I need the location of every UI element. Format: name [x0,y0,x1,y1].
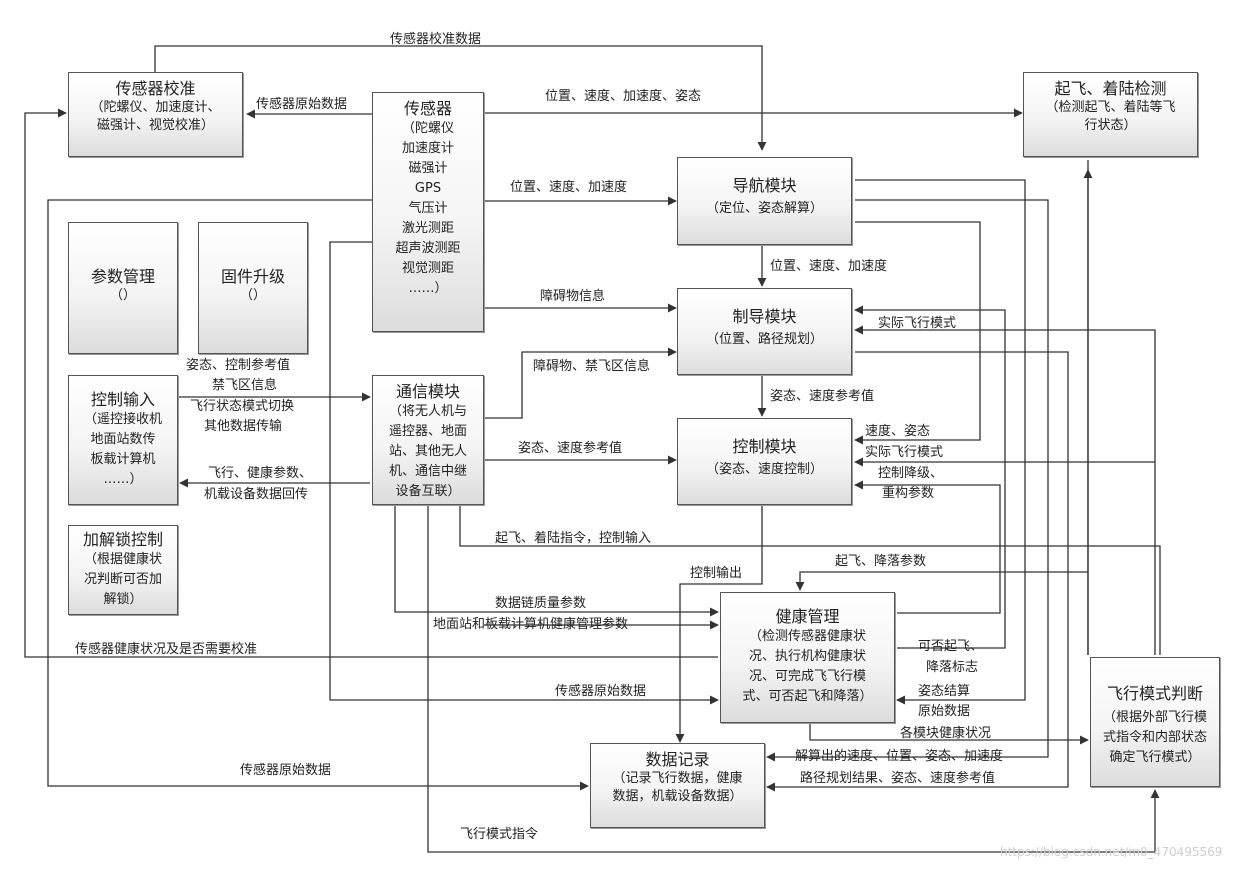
edge-label: 传感器原始数据 [555,684,647,699]
parameter-management-box: 参数管理 （） [68,222,178,354]
box-title: 传感器校准 [115,79,196,98]
box-desc: （） [239,288,266,303]
edge-label: 位置、速度、加速度 [770,259,888,274]
connector [855,179,1026,705]
connector [459,505,1161,655]
connector [766,351,1069,792]
connector [394,505,719,617]
edge-label: 位置、速度、加速度 [510,180,628,195]
box-title: 导航模块 [732,176,797,195]
connector [854,480,1001,614]
connector [675,505,763,743]
connector [329,241,719,705]
connector [154,45,767,151]
edge-label: 路径规划结果、姿态、速度参考值 [800,771,996,786]
connector [766,199,1049,762]
box-desc: （根据健康状 况判断可否加 解锁） [83,552,162,607]
firmware-upgrade-box: 固件升级 （） [198,222,308,354]
control-module-box: 控制模块 （姿态、速度控制） [677,418,852,505]
connector [854,221,981,445]
edge-label: 控制输出 [690,566,743,581]
navigation-module-box: 导航模块 （定位、姿态解算） [677,157,852,245]
edge-label: 姿态、控制参考值 [186,358,291,373]
box-desc: （位置、路径规划） [705,332,823,347]
watermark: https://blog.csdn.net/m0_470495569 [1000,845,1223,859]
edge-label: 飞行、健康参数、 [208,466,313,481]
edge-label: 飞行模式指令 [460,827,539,842]
box-title: 加解锁控制 [82,530,163,549]
edge-label: 传感器原始数据 [256,97,348,112]
edge-label: 传感器原始数据 [240,763,332,778]
edge-label: 速度、姿态 [865,424,931,439]
box-title: 数据记录 [645,750,710,769]
box-desc: （） [109,288,136,303]
connector [427,505,1160,853]
box-desc: （将无人机与 遥控器、地面 站、其他无人 机、通信中继 设备互联） [388,404,467,499]
edge-label: 障碍物信息 [540,289,606,304]
edge-label: 禁飞区信息 [212,378,278,393]
guidance-module-box: 制导模块 （位置、路径规划） [677,288,852,375]
edge-label: 实际飞行模式 [865,445,944,460]
box-title: 固件升级 [220,267,285,286]
edge-label: 实际飞行模式 [878,316,957,331]
box-title: 参数管理 [90,267,155,286]
box-desc: （陀螺仪、加速度计、 磁强计、视觉校准） [90,100,221,133]
edge-label: 起飞、着陆指令，控制输入 [495,531,652,546]
flight-mode-judgement-box: 飞行模式判断 （根据外部飞行模 式指令和内部状态 确定飞行模式） [1090,657,1220,787]
takeoff-landing-detect-box: 起飞、着陆检测 （检测起飞、着陆等飞 行状态） [1023,72,1198,157]
connector [24,108,718,658]
connector [809,723,1089,745]
box-desc: （检测起飞、着陆等飞 行状态） [1045,100,1176,133]
edge-label: 可否起飞、 [918,639,984,654]
communication-module-box: 通信模块 （将无人机与 遥控器、地面 站、其他无人 机、通信中继 设备互联） [372,375,484,505]
arm-disarm-control-box: 加解锁控制 （根据健康状 况判断可否加 解锁） [68,525,178,615]
box-desc: （陀螺仪 加速度计 磁强计 GPS 气压计 激光测距 超声波测距 视觉测距 ……… [395,121,461,296]
edge-label: 姿态、速度参考值 [518,441,623,456]
edge-label: 传感器健康状况及是否需要校准 [75,642,258,657]
edge-label: 传感器校准数据 [390,32,482,47]
box-title: 飞行模式判断 [1106,684,1203,703]
health-management-box: 健康管理 （检测传感器健康状 况、执行机构健康状 况、可完成飞飞行模 式、可否起… [720,592,895,723]
control-input-box: 控制输入 （遥控接收机 地面站数传 板载计算机 ……） [68,375,178,505]
box-desc: （定位、姿态解算） [705,201,823,216]
edge-label: 障碍物、禁飞区信息 [533,359,651,374]
box-desc: （姿态、速度控制） [705,462,823,477]
edge-label: 控制降级、 [878,466,944,481]
box-title: 健康管理 [775,607,840,626]
box-title: 通信模块 [395,382,460,401]
connector [484,347,677,419]
edge-label: 降落标志 [926,660,979,675]
connector [854,325,1156,655]
box-desc: （遥控接收机 地面站数传 板载计算机 ……） [83,412,162,487]
edge-label: 其他数据传输 [204,419,283,434]
edge-label: 各模块健康状况 [900,726,992,741]
sensors-box: 传感器 （陀螺仪 加速度计 磁强计 GPS 气压计 激光测距 超声波测距 视觉测… [372,92,484,332]
edge-label: 位置、速度、加速度、姿态 [545,89,702,104]
box-desc: （根据外部飞行模 式指令和内部状态 确定飞行模式） [1102,710,1207,765]
connector [854,305,1006,649]
box-title: 控制输入 [90,390,155,409]
data-logging-box: 数据记录 （记录飞行数据，健康 数据，机载设备数据） [590,743,765,828]
sensor-calibration-box: 传感器校准 （陀螺仪、加速度计、 磁强计、视觉校准） [68,72,243,157]
edge-label: 地面站和板载计算机健康管理参数 [433,617,629,632]
edge-label: 姿态、速度参考值 [770,389,875,404]
edge-label: 机载设备数据回传 [204,487,309,502]
box-title: 制导模块 [732,307,797,326]
edge-label: 解算出的速度、位置、姿态、加速度 [795,749,1004,764]
connector [795,571,1088,591]
box-desc: （检测传感器健康状 况、执行机构健康状 况、可完成飞飞行模 式、可否起飞和降落） [742,629,873,704]
connector [47,199,589,791]
edge-label: 飞行状态模式切换 [190,399,295,414]
box-title: 传感器 [403,99,452,118]
box-title: 控制模块 [732,437,797,456]
edge-label: 重构参数 [882,486,935,501]
box-title: 起飞、着陆检测 [1054,79,1167,98]
edge-label: 原始数据 [918,704,971,719]
edge-label: 数据链质量参数 [495,596,587,611]
edge-label: 姿态结算 [918,684,971,699]
edge-label: 起飞、降落参数 [835,554,927,569]
box-desc: （记录飞行数据，健康 数据，机载设备数据） [612,771,743,804]
